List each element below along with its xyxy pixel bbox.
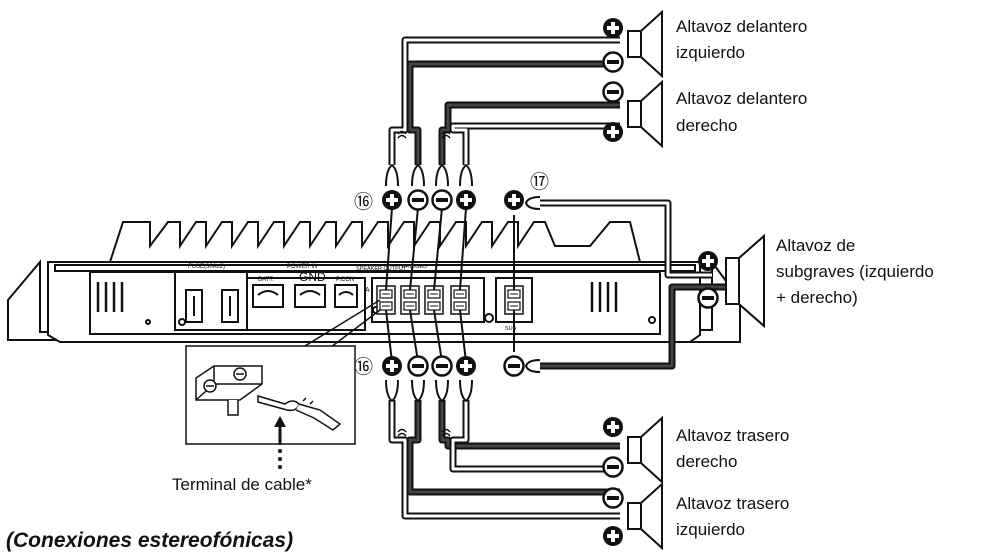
channel-a-label: A <box>365 287 370 294</box>
minus-icon <box>602 456 624 478</box>
minus-icon <box>697 287 719 309</box>
amplifier <box>7 221 741 343</box>
minus-icon <box>407 355 429 377</box>
minus-icon <box>407 189 429 211</box>
bridged-label: BRIDGED <box>402 264 427 270</box>
plus-icon <box>603 417 623 437</box>
speaker-front-right <box>602 81 663 147</box>
minus-icon <box>602 487 624 509</box>
minus-icon <box>602 81 624 103</box>
minus-icon <box>431 189 453 211</box>
plus-icon <box>603 18 623 38</box>
plus-icon <box>456 190 476 210</box>
up-arrow-icon <box>274 416 286 427</box>
speaker-icon <box>627 11 663 77</box>
sub-label: SUB <box>505 326 517 332</box>
gnd-terminal <box>294 284 326 308</box>
wire-rear-left <box>388 400 620 520</box>
speaker-front-left <box>602 11 663 77</box>
plus-icon <box>382 190 402 210</box>
plus-icon <box>456 356 476 376</box>
speaker-output-label: SPEAKER OUTPUT <box>356 266 407 272</box>
speaker-icon <box>627 417 663 483</box>
pcon-terminal <box>334 284 358 308</box>
speaker-icon <box>627 81 663 147</box>
fuse-label: FUSE(30Ax2) <box>188 264 225 270</box>
minus-icon <box>602 51 624 73</box>
plus-icon <box>382 356 402 376</box>
label-terminal: Terminal de cable* <box>172 475 312 494</box>
minus-icon <box>503 355 525 377</box>
callout-17: ⑰ <box>530 171 549 193</box>
label-rear-left: Altavoz trasero izquierdo <box>676 494 794 539</box>
label-front-left: Altavoz delantero izquierdo <box>676 17 812 62</box>
speaker-icon <box>725 257 740 305</box>
plus-icon <box>603 122 623 142</box>
plus-icon <box>504 190 524 210</box>
terminal-inset <box>185 299 381 469</box>
power-in-label: POWER IN <box>287 264 317 270</box>
speaker-subwoofer <box>697 233 765 329</box>
speaker-wires <box>385 36 726 520</box>
speaker-icon <box>627 483 663 549</box>
plus-icon <box>698 251 718 271</box>
amplifier-labels: FUSE(30Ax2) POWER IN BATT. GND P.CON SPE… <box>188 264 517 332</box>
minus-icon <box>431 355 453 377</box>
label-front-right: Altavoz delantero derecho <box>676 89 812 135</box>
heatsink-fins <box>109 221 641 263</box>
pcon-label: P.CON <box>336 277 354 283</box>
batt-label: BATT. <box>258 277 274 283</box>
batt-terminal <box>252 284 284 308</box>
right-vent <box>590 282 618 312</box>
left-vent <box>96 282 124 312</box>
diagram-title: (Conexiones estereofónicas) <box>6 529 294 552</box>
callout-16-top: ⑯ <box>354 191 373 213</box>
label-subwoofer: Altavoz de subgraves (izquierdo + derech… <box>776 236 939 307</box>
gnd-label: GND <box>299 270 326 284</box>
callout-16-bottom: ⑯ <box>354 356 373 378</box>
plus-icon <box>603 526 623 546</box>
label-rear-right: Altavoz trasero derecho <box>676 426 794 471</box>
